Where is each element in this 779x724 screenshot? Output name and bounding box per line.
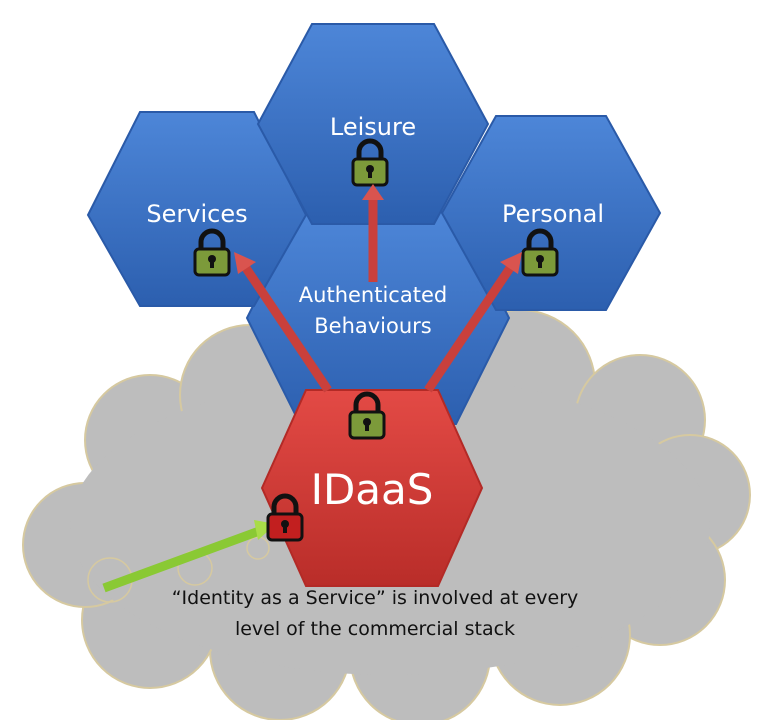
- caption-line1: “Identity as a Service” is involved at e…: [172, 587, 579, 609]
- caption-line2: level of the commercial stack: [235, 618, 515, 640]
- hex-personal: Personal: [440, 115, 662, 311]
- arrow-to-services: [234, 252, 332, 393]
- services-label: Services: [146, 200, 247, 228]
- cloud: [22, 309, 751, 724]
- arrow-to-personal: [424, 252, 522, 393]
- hex-services: Services: [86, 111, 308, 307]
- center-label-line2: Behaviours: [314, 314, 432, 338]
- center-label-line1: Authenticated: [299, 283, 447, 307]
- arrows-red: [234, 184, 522, 393]
- idaas-label: IDaaS: [311, 465, 434, 514]
- arrow-to-leisure: [362, 184, 384, 282]
- hex-leisure: Leisure: [256, 23, 490, 225]
- leisure-label: Leisure: [330, 113, 416, 141]
- hex-idaas: IDaaS: [260, 389, 484, 587]
- personal-label: Personal: [502, 200, 604, 228]
